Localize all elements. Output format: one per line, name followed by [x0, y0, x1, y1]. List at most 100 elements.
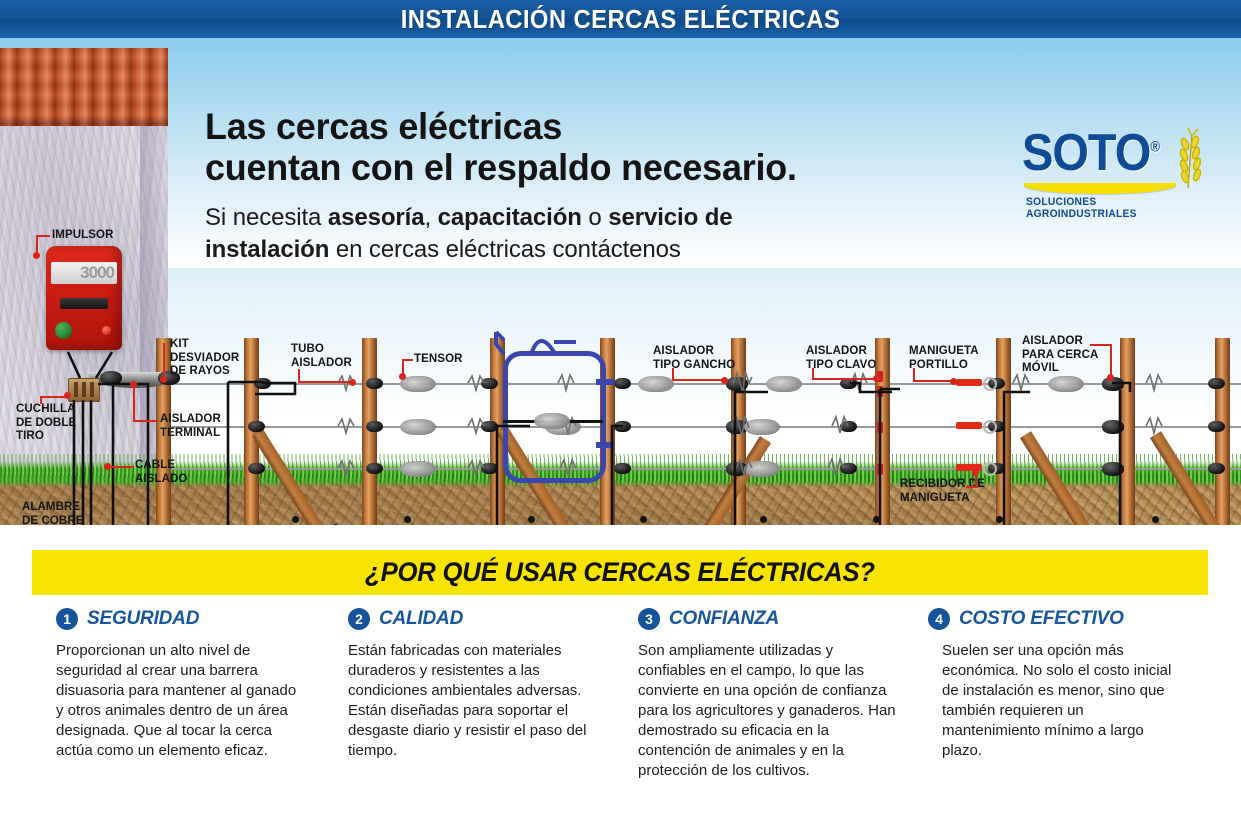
insulator: [614, 378, 631, 389]
label-tensor: TENSOR: [414, 353, 463, 365]
fence-wire-top: [168, 383, 1241, 385]
gate-bar: [596, 442, 614, 448]
label-aislador-terminal: AISLADOR TERMINAL: [160, 413, 221, 439]
leader-line: [812, 378, 876, 380]
leader-line: [36, 235, 50, 237]
ground-rod-dot: [996, 516, 1003, 523]
energizer-display: 3000: [51, 262, 117, 284]
hero-section: Las cercas eléctricas cuentan con el res…: [0, 38, 1241, 525]
sub-part-e: o: [581, 203, 609, 231]
leader-dot: [349, 379, 356, 386]
leader-line: [133, 386, 135, 422]
benefit-title: CONFIANZA: [669, 608, 780, 629]
leader-dot: [33, 252, 40, 259]
energizer-slot: [60, 298, 108, 309]
leader-dot: [950, 378, 957, 385]
section-banner: ¿POR QUÉ USAR CERCAS ELÉCTRICAS?: [32, 550, 1208, 595]
mobile-fence-insulator: [1102, 420, 1124, 434]
gate-handle: [956, 422, 982, 429]
logo-tagline: SOLUCIONES AGROINDUSTRIALES: [1026, 196, 1137, 220]
gate-handle: [956, 464, 982, 471]
fence-installation-diagram: 3000: [0, 76, 1241, 525]
benefit-body: Están fabricadas con materiales duradero…: [348, 642, 587, 759]
benefit-number-badge: 3: [638, 608, 660, 630]
wire-tensioner: [1048, 376, 1084, 392]
leader-line: [1090, 344, 1112, 346]
insulator: [1208, 378, 1225, 389]
ground-rod-dot: [873, 516, 880, 523]
leader-dot: [1107, 374, 1114, 381]
benefit-number-badge: 4: [928, 608, 950, 630]
insulator: [248, 421, 265, 432]
ground-rod-dot: [332, 524, 339, 525]
label-aislador-clavo: AISLADOR TIPO CLAVO: [806, 345, 877, 371]
benefit-body: Son ampliamente utilizadas y confiables …: [638, 642, 896, 779]
label-recibidor: RECIBIDOR DE MANIGUETA: [900, 478, 985, 504]
gate-tensioner: [534, 413, 570, 429]
leader-dot: [972, 469, 979, 476]
insulator: [481, 463, 498, 474]
leader-line: [672, 379, 724, 381]
leader-dot: [104, 463, 111, 470]
gate-bar: [596, 379, 614, 385]
benefit-body: Proporcionan un alto nivel de seguridad …: [56, 642, 297, 759]
leader-line: [40, 396, 42, 404]
wire-tensioner: [744, 461, 780, 477]
gate-handle-ring: [983, 462, 997, 476]
insulator: [248, 463, 265, 474]
leader-line: [812, 368, 814, 380]
mobile-fence-insulator: [1102, 462, 1124, 476]
hook-insulator: [726, 377, 748, 391]
label-tubo-aislador: TUBO AISLADOR: [291, 343, 352, 369]
ground-rod-dot: [404, 516, 411, 523]
label-cable-aislado: CABLE AISLADO: [135, 459, 188, 485]
insulator: [366, 463, 383, 474]
leader-line: [402, 359, 404, 377]
headline-line-1: Las cercas eléctricas: [205, 106, 563, 147]
benefit-header: 2 CALIDAD: [348, 606, 598, 632]
benefits-columns: 1 SEGURIDAD Proporcionan un alto nivel d…: [0, 606, 1241, 827]
leader-line: [966, 486, 978, 488]
leader-line: [402, 359, 413, 361]
label-cuchilla: CUCHILLA DE DOBLE TIRO: [16, 403, 77, 443]
insulator: [366, 421, 383, 432]
ground-rod-dot: [760, 516, 767, 523]
roof-tiles: [0, 48, 168, 126]
leader-dot: [130, 381, 137, 388]
logo-wordmark: SOTO®: [1022, 126, 1200, 178]
gate-handle: [956, 379, 982, 386]
leader-line: [133, 420, 158, 422]
label-aislador-movil: AISLADOR PARA CERCA MÓVIL: [1022, 335, 1099, 375]
insulator: [614, 463, 631, 474]
label-alambre-cobre: ALAMBRE DE COBRE N°8: [22, 501, 84, 525]
wheat-icon: [1179, 128, 1202, 189]
benefit-header: 3 CONFIANZA: [638, 606, 900, 632]
double-throw-knife-switch: [68, 378, 100, 402]
sub-part-asesoria: asesoría: [327, 203, 425, 231]
gate-hinge-icon: [494, 330, 576, 356]
benefit-header: 4 COSTO EFECTIVO: [928, 606, 1180, 632]
wire-tensioner: [400, 461, 436, 477]
benefit-column-3: 3 CONFIANZA Son ampliamente utilizadas y…: [638, 606, 900, 781]
leader-line: [913, 368, 915, 382]
sky-background: [0, 38, 1241, 268]
section-banner-title: ¿POR QUÉ USAR CERCAS ELÉCTRICAS?: [365, 557, 875, 587]
leader-line: [36, 235, 38, 255]
insulator: [840, 463, 857, 474]
leader-line: [298, 381, 352, 383]
energizer-knob[interactable]: [55, 322, 72, 339]
benefit-title: SEGURIDAD: [87, 608, 200, 629]
logo-word-text: SOTO: [1022, 122, 1151, 181]
fence-wire-middle: [168, 426, 1241, 428]
label-impulsor: IMPULSOR: [52, 229, 114, 241]
leader-dot: [160, 376, 167, 383]
wire-tensioner: [400, 419, 436, 435]
label-aislador-gancho: AISLADOR TIPO GANCHO: [653, 345, 736, 371]
grounding-wiring: [66, 351, 1132, 525]
sub-part-servicio: servicio de: [608, 203, 733, 231]
leader-line: [163, 343, 165, 379]
lightning-kit-insulator: [100, 371, 122, 385]
leader-line: [298, 369, 300, 383]
leader-line: [108, 466, 134, 468]
benefit-number-badge: 2: [348, 608, 370, 630]
